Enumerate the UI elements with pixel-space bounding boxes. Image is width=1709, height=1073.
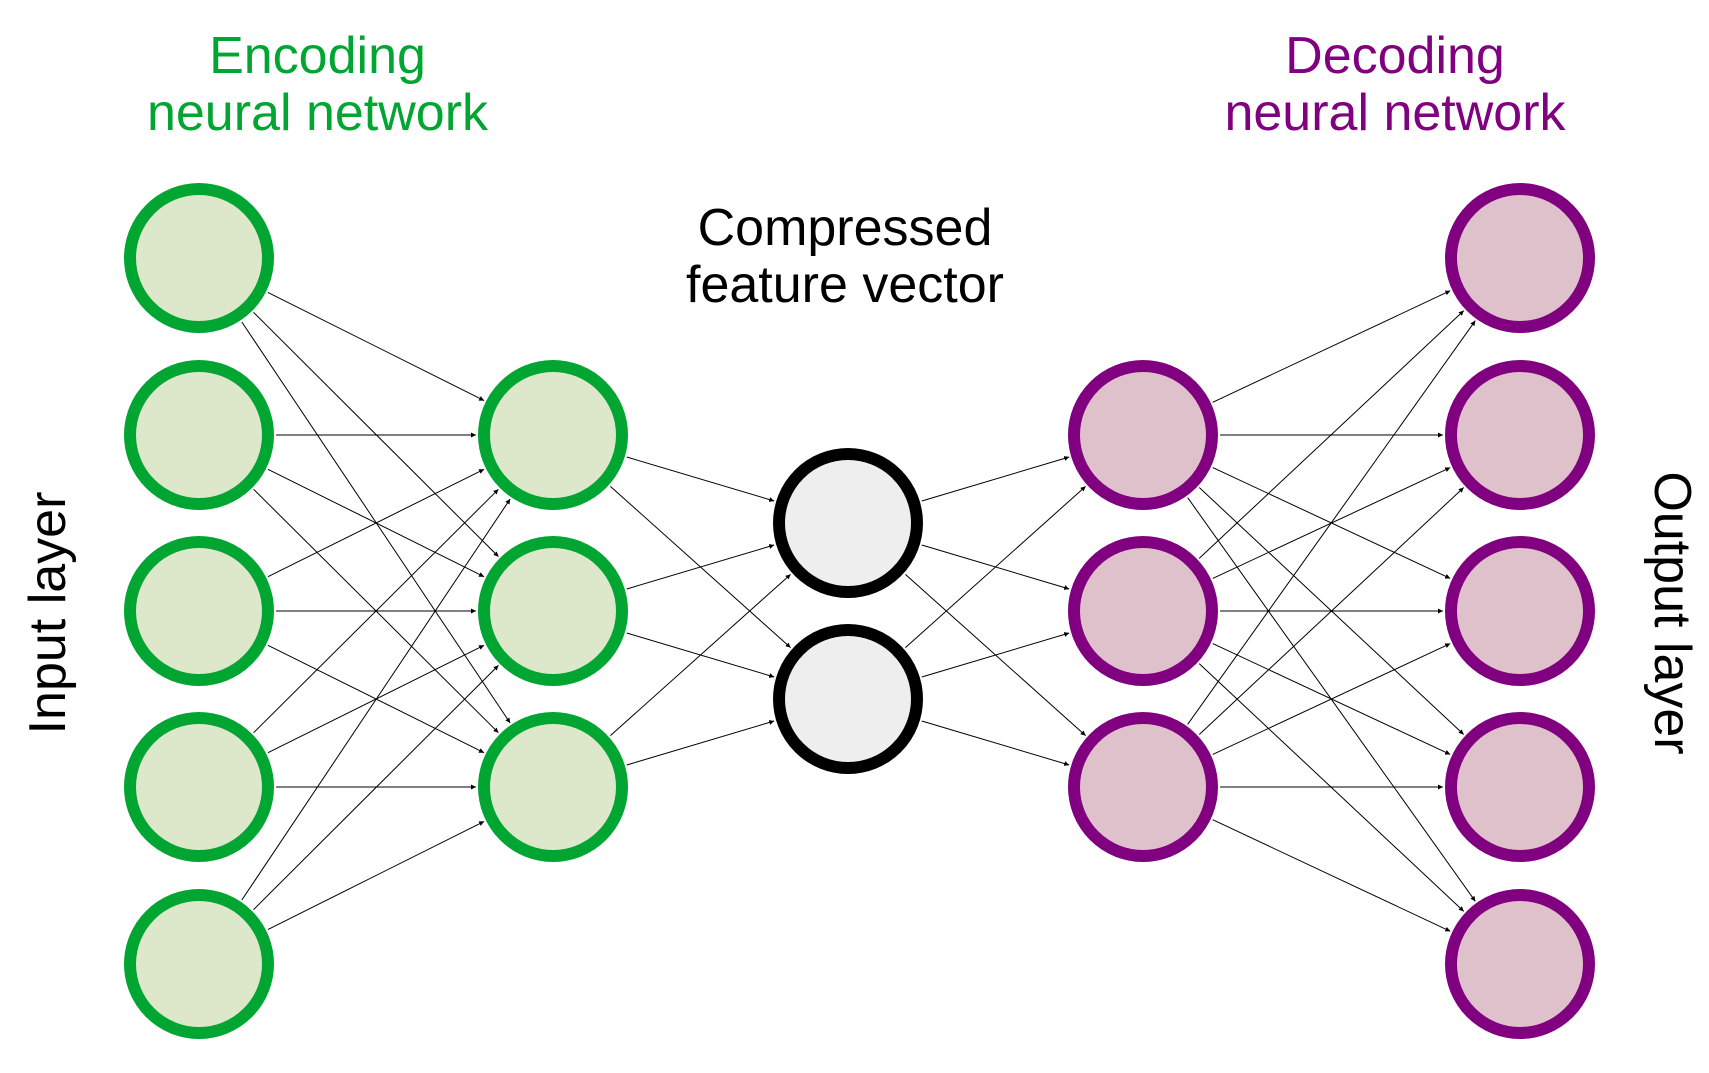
edge-input-5-to-hidden-encoder-1 <box>241 498 511 901</box>
edge-input-5-to-hidden-encoder-3 <box>267 820 485 931</box>
encoder-title-line1: Encoding <box>209 27 426 85</box>
decoder-title-line2: neural network <box>1224 84 1566 143</box>
edge-bottleneck-2-to-hidden-decoder-2 <box>921 632 1070 678</box>
edge-hidden-decoder-3-to-output-3 <box>1212 643 1451 755</box>
connections <box>241 290 1476 932</box>
neuron-output-3 <box>1445 536 1595 686</box>
neuron-input-1 <box>124 183 274 333</box>
input-layer-label: Input layer <box>19 491 77 735</box>
bottleneck-title-line2: feature vector <box>686 256 1004 315</box>
neuron-output-5 <box>1445 889 1595 1039</box>
bottleneck-title: Compressed feature vector <box>640 199 1050 315</box>
edge-hidden-decoder-3-to-output-5 <box>1212 819 1451 932</box>
encoder-title: Encoding neural network <box>95 27 540 143</box>
bottleneck-title-line1: Compressed <box>697 199 993 257</box>
neuron-hidden-encoder-3 <box>478 712 628 862</box>
neuron-hidden-encoder-2 <box>478 536 628 686</box>
output-layer-label: Output layer <box>1643 471 1701 755</box>
neuron-bottleneck-1 <box>773 448 923 598</box>
edge-hidden-encoder-1-to-bottleneck-1 <box>626 456 775 502</box>
neuron-input-5 <box>124 889 274 1039</box>
edge-hidden-decoder-1-to-output-1 <box>1212 290 1451 403</box>
edge-bottleneck-2-to-hidden-decoder-1 <box>905 485 1086 649</box>
neuron-hidden-encoder-1 <box>478 360 628 510</box>
neuron-input-4 <box>124 712 274 862</box>
neuron-bottleneck-2 <box>773 624 923 774</box>
neuron-output-4 <box>1445 712 1595 862</box>
edge-hidden-decoder-3-to-output-2 <box>1198 487 1465 735</box>
neuron-hidden-decoder-1 <box>1068 360 1218 510</box>
neuron-hidden-decoder-3 <box>1068 712 1218 862</box>
edge-bottleneck-1-to-hidden-decoder-1 <box>921 456 1070 502</box>
neuron-input-2 <box>124 360 274 510</box>
encoder-title-line2: neural network <box>146 84 489 143</box>
edge-hidden-encoder-3-to-bottleneck-1 <box>610 573 791 737</box>
edge-hidden-encoder-2-to-bottleneck-1 <box>626 544 775 590</box>
neuron-output-2 <box>1445 360 1595 510</box>
edge-input-5-to-hidden-encoder-2 <box>253 665 499 910</box>
edge-hidden-decoder-2-to-output-1 <box>1198 310 1465 559</box>
edge-bottleneck-2-to-hidden-decoder-3 <box>921 720 1070 766</box>
neuron-output-1 <box>1445 183 1595 333</box>
edge-input-4-to-hidden-encoder-1 <box>253 488 499 734</box>
edge-input-3-to-hidden-encoder-1 <box>267 468 485 578</box>
decoder-title: Decoding neural network <box>1170 27 1620 143</box>
neuron-hidden-decoder-2 <box>1068 536 1218 686</box>
neurons <box>124 183 1595 1039</box>
edge-input-1-to-hidden-encoder-1 <box>267 291 485 402</box>
edge-hidden-decoder-3-to-output-1 <box>1187 320 1476 725</box>
neuron-input-3 <box>124 536 274 686</box>
edge-hidden-encoder-3-to-bottleneck-2 <box>626 720 775 766</box>
decoder-title-line1: Decoding <box>1285 27 1505 85</box>
